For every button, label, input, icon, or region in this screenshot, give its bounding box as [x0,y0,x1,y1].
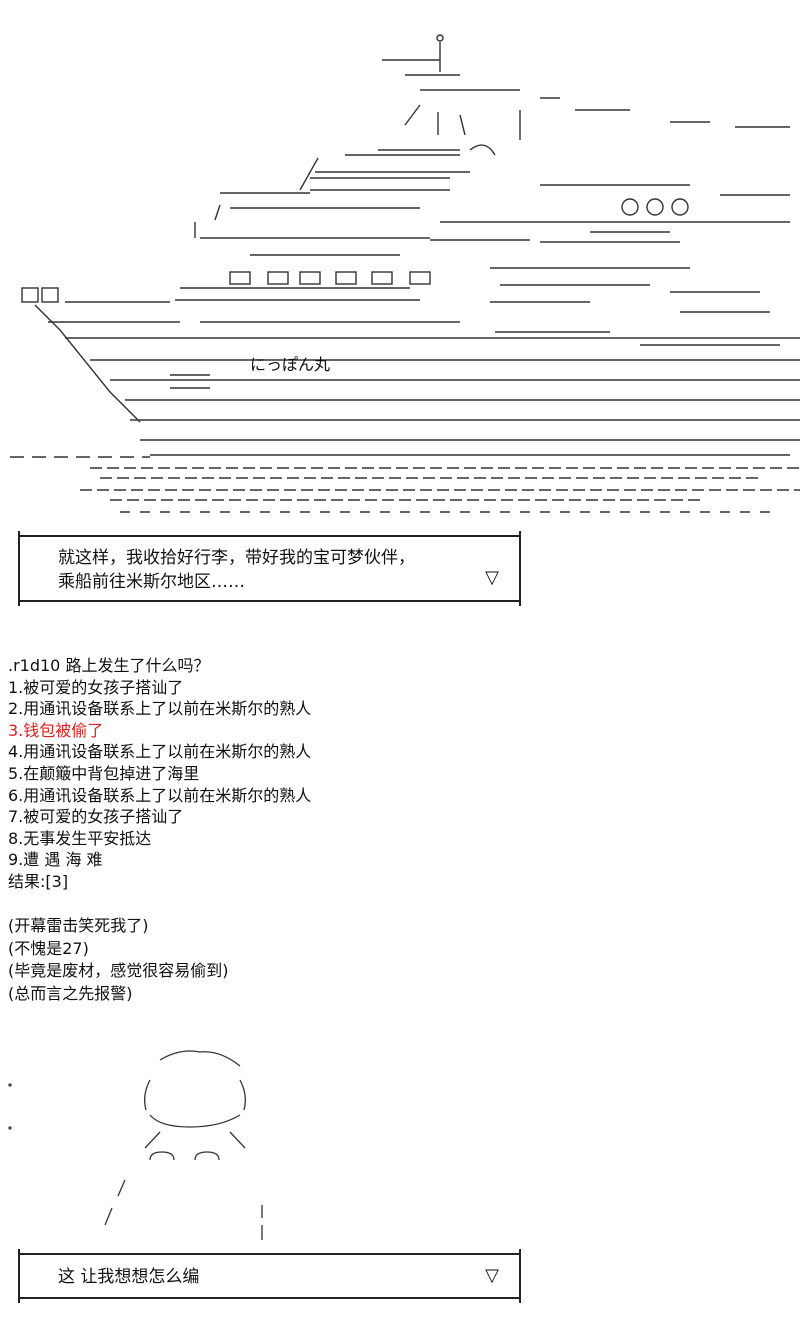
dice-option-selected: 3.钱包被偷了 [8,720,104,740]
dialogue-line: 就这样，我收拾好行李，带好我的宝可梦伙伴， [58,548,415,568]
dice-option: 9.遭 遇 海 难 [8,850,103,870]
comment-line: (开幕雷击笑死我了) [8,916,149,935]
dialogue-box-bottom: 这 让我想想怎么编 ▽ [18,1249,521,1303]
comments-section: (开幕雷击笑死我了) (不愧是27) (毕竟是废材，感觉很容易偷到) (总而言之… [8,915,229,1005]
dice-option: 8.无事发生平安抵达 [8,828,152,848]
dice-roll-section: .r1d10 路上发生了什么吗？ 1.被可爱的女孩子搭讪了 2.用通讯设备联系上… [8,655,311,893]
ship-name-label: にっぽん丸 [250,355,331,374]
dialogue-box-top: 就这样，我收拾好行李，带好我的宝可梦伙伴， 乘船前往米斯尔地区…… ▽ [18,531,521,606]
dice-option: 1.被可爱的女孩子搭讪了 [8,677,184,697]
dialogue-line: 乘船前往米斯尔地区…… [58,572,245,592]
dice-result: 结果:[3] [8,871,69,891]
dialogue-text-top: 就这样，我收拾好行李，带好我的宝可梦伙伴， 乘船前往米斯尔地区…… [58,546,415,594]
character-ascii-art [8,1050,263,1240]
dialogue-text-bottom: 这 让我想想怎么编 [58,1267,200,1287]
comment-line: (总而言之先报警) [8,983,133,1003]
dice-option: 7.被可爱的女孩子搭讪了 [8,807,184,827]
dice-prompt: .r1d10 路上发生了什么吗？ [8,656,210,675]
dice-option: 6.用通讯设备联系上了以前在米斯尔的熟人 [8,785,312,805]
comment-line: (不愧是27) [8,938,89,958]
next-triangle-icon[interactable]: ▽ [485,1265,499,1286]
ship-ascii-art [10,34,800,513]
dice-option: 2.用通讯设备联系上了以前在米斯尔的熟人 [8,699,312,719]
next-triangle-icon[interactable]: ▽ [485,567,499,588]
comment-line: (毕竟是废材，感觉很容易偷到) [8,961,229,980]
dice-option: 4.用通讯设备联系上了以前在米斯尔的熟人 [8,742,312,762]
dice-option: 5.在颠簸中背包掉进了海里 [8,763,200,783]
